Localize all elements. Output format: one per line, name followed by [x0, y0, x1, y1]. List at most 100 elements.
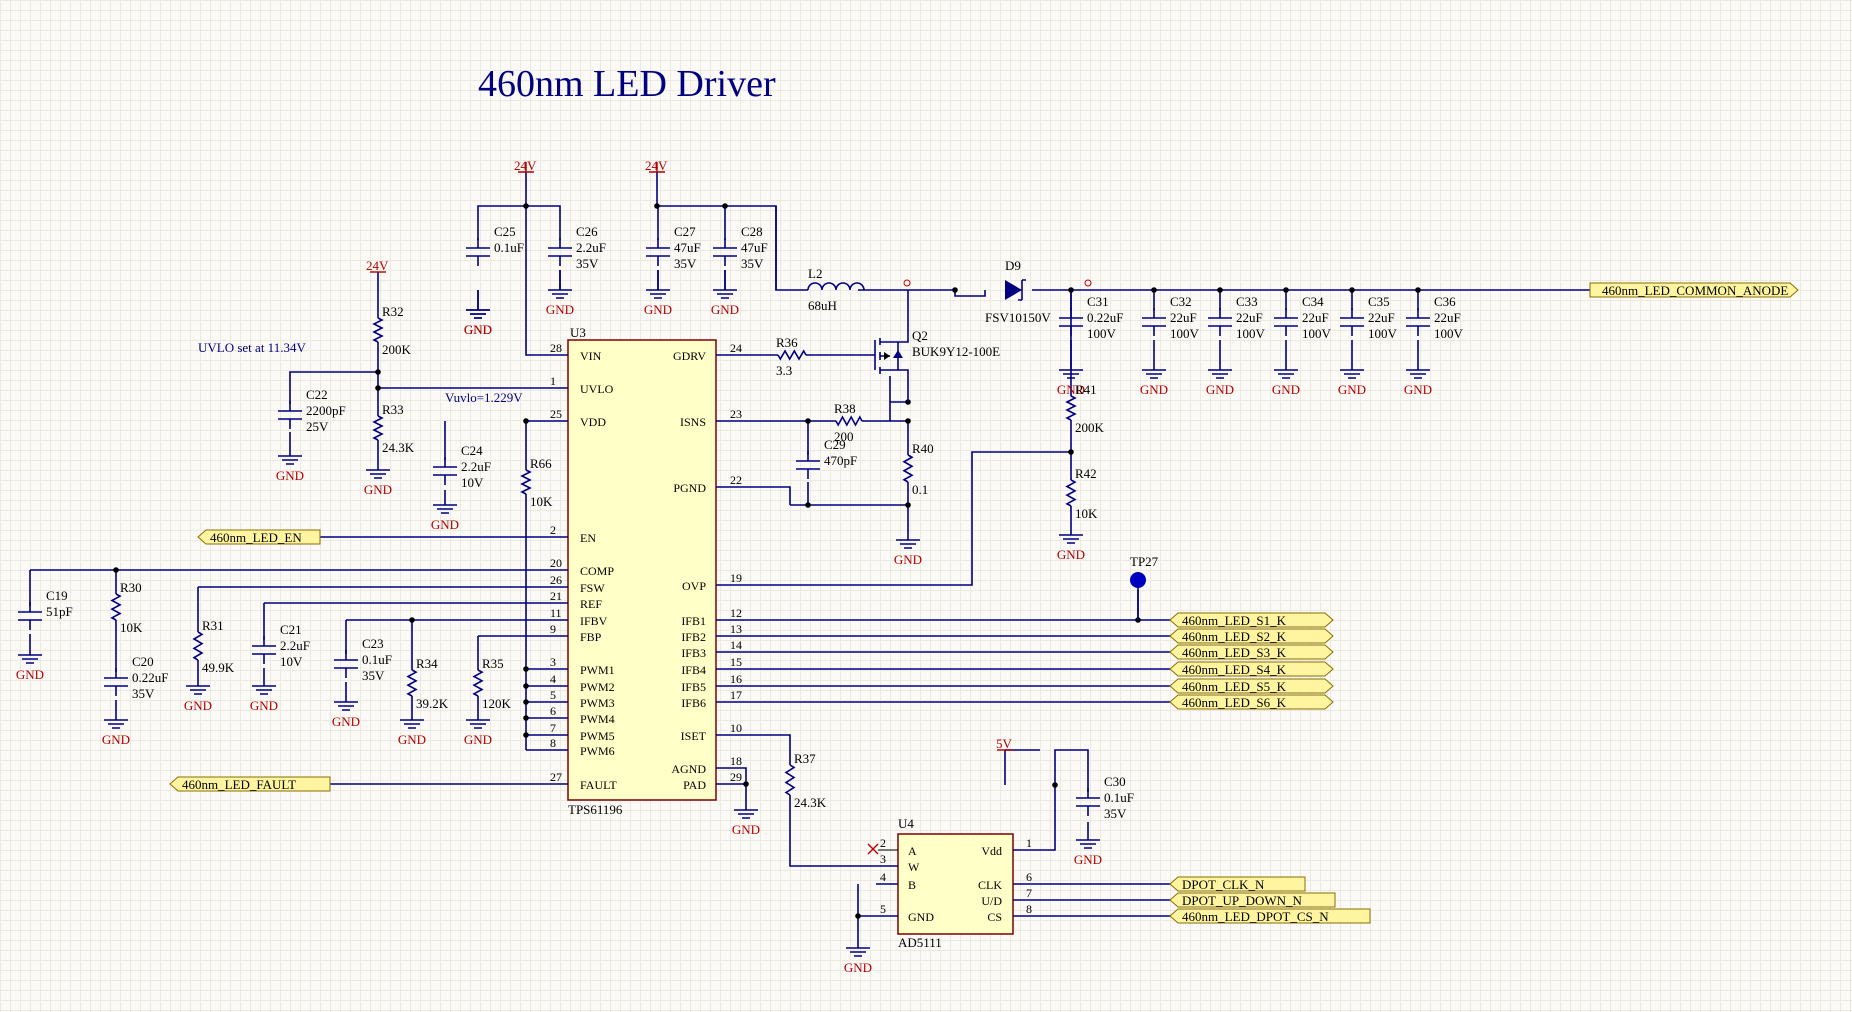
component-ref: C29 [824, 437, 846, 452]
u3-pin-number: 9 [550, 622, 556, 636]
ground-icon: GND [464, 309, 492, 337]
u3-pin-name: IFB1 [681, 614, 706, 628]
u3-pin-name: AGND [671, 762, 706, 776]
u4-body[interactable] [897, 833, 1014, 935]
u3-pin-number: 28 [550, 341, 562, 355]
ground-label: GND [844, 960, 872, 975]
testpoint-tp27[interactable]: TP27 [1130, 554, 1159, 620]
ground-icon: GND [844, 947, 872, 975]
ground-label: GND [398, 732, 426, 747]
port-dpot-updown: DPOT_UP_DOWN_N [1169, 892, 1336, 908]
u3-pin-number: 1 [550, 374, 556, 388]
component-ref: C20 [132, 654, 154, 669]
component-ref: R33 [382, 402, 404, 417]
component-value: 22uF [1236, 310, 1263, 325]
component-ref: C34 [1302, 294, 1324, 309]
svg-text:68uH: 68uH [808, 298, 837, 313]
component-ref: C35 [1368, 294, 1390, 309]
power-24v-uvlo: 24V [366, 258, 389, 273]
port-s2: 460nm_LED_S2_K [1169, 628, 1334, 644]
ground-icon: GND [16, 654, 44, 682]
u3-pin-name: OVP [682, 579, 706, 593]
ground-label: GND [464, 732, 492, 747]
component-voltage: 35V [674, 256, 697, 271]
diode-d9[interactable]: D9 FSV10150V [985, 258, 1051, 325]
port-label: DPOT_CLK_N [1182, 877, 1265, 892]
u4-pin-name: CLK [978, 878, 1002, 892]
u3-ref: U3 [570, 325, 586, 340]
component-voltage: 35V [132, 686, 155, 701]
inductor-l2[interactable]: L2 68uH [807, 266, 865, 313]
ground-label: GND [1140, 382, 1168, 397]
component-ref: C28 [741, 224, 763, 239]
wires [29, 172, 1590, 948]
u3-pin-name: PWM2 [580, 680, 615, 694]
u3-pin-number: 18 [730, 754, 742, 768]
component-ref: C22 [306, 387, 328, 402]
u3-pin-name: VIN [580, 349, 602, 363]
ground-icon: GND [1074, 839, 1102, 867]
u3-pin-name: IFBV [580, 614, 608, 628]
power-5v: 5V [996, 736, 1013, 751]
mosfet-q2[interactable]: Q2 BUK9Y12-100E [874, 290, 1000, 402]
component-ref: R30 [120, 580, 142, 595]
component-value: 2200pF [306, 403, 346, 418]
u4-ref: U4 [898, 816, 914, 831]
component-ref: R37 [794, 751, 816, 766]
ground-label: GND [250, 698, 278, 713]
component-value: 200K [382, 342, 412, 357]
component-value: 24.3K [794, 795, 827, 810]
component-value: 10K [1075, 506, 1098, 521]
component-value: 51pF [46, 604, 73, 619]
svg-text:24V: 24V [514, 158, 537, 173]
port-dpot-cs: 460nm_LED_DPOT_CS_N [1169, 908, 1371, 924]
resistor-r37[interactable]: R37 24.3K [784, 751, 827, 810]
ground-icon: GND [1404, 369, 1432, 397]
port-label: 460nm_LED_EN [210, 530, 302, 545]
u3-pin-number: 15 [730, 655, 742, 669]
u3-pin-name: REF [580, 597, 602, 611]
u3-pin-name: PWM4 [580, 712, 615, 726]
svg-text:24V: 24V [645, 158, 668, 173]
u3-pin-number: 23 [730, 407, 742, 421]
ground-label: GND [644, 302, 672, 317]
component-voltage: 35V [741, 256, 764, 271]
component-value: 22uF [1302, 310, 1329, 325]
component-ref: R66 [530, 456, 552, 471]
u3-pin-name: COMP [580, 564, 614, 578]
u3-body[interactable] [567, 339, 717, 801]
u4-pin-name: W [908, 860, 920, 874]
u4-pin-name: CS [987, 910, 1002, 924]
u3-pin-name: PGND [673, 481, 706, 495]
